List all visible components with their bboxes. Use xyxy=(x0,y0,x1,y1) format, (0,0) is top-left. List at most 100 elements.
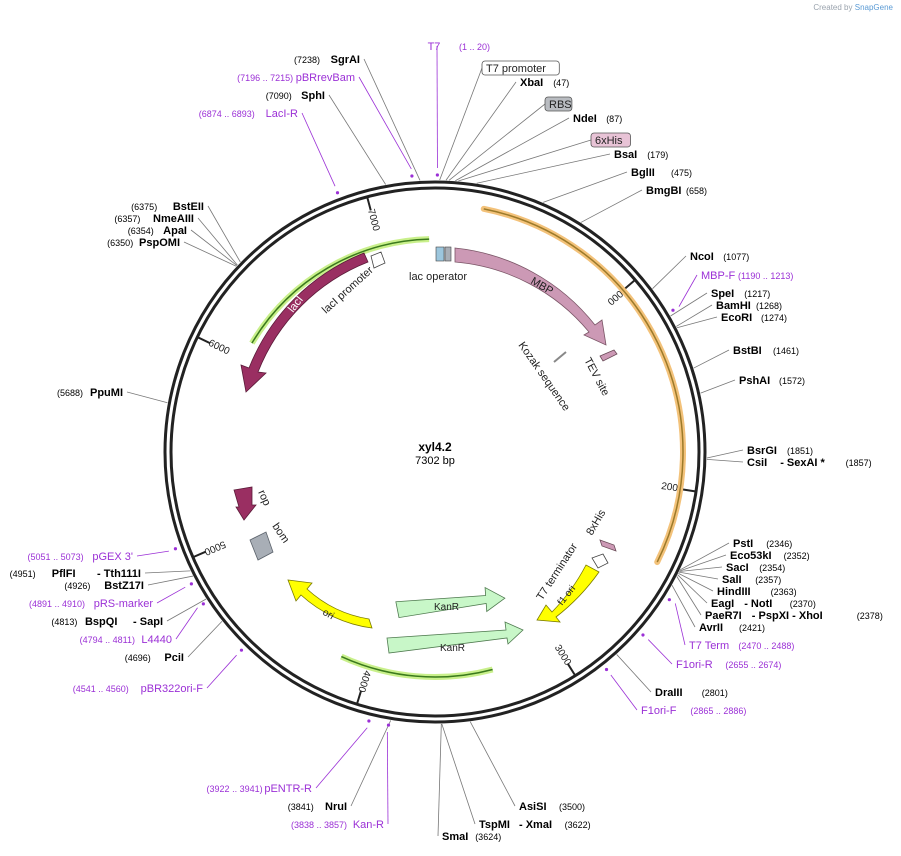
his6-name: 6xHis xyxy=(595,135,623,147)
tick-mark xyxy=(192,550,207,559)
bsaI-pos: (179) xyxy=(647,150,668,160)
draIII-pos: (2801) xyxy=(702,688,728,698)
sphI-pos: (7090) xyxy=(266,91,292,101)
tick-mark xyxy=(682,488,697,493)
eagI-extra: - NotI xyxy=(744,598,772,610)
bamHI-leader xyxy=(676,304,713,327)
l4440-leader xyxy=(175,607,198,640)
bspQI-pos: (4813) xyxy=(51,617,77,627)
draIII-label: DraIII(2801) xyxy=(655,687,728,699)
mbpF-leader xyxy=(678,274,698,307)
his6-leader xyxy=(458,139,592,182)
hindIII-pos: (2363) xyxy=(771,587,797,597)
pciI-leader xyxy=(187,620,223,658)
kanR_p-name: Kan-R xyxy=(353,819,384,831)
pstI-pos: (2346) xyxy=(766,539,792,549)
bspQI-leader xyxy=(166,598,207,622)
nmeAIII-name: NmeAIII xyxy=(153,213,194,225)
avrII-leader xyxy=(671,585,696,628)
avrII-name: AvrII xyxy=(699,622,723,634)
pstI-label: PstI(2346) xyxy=(733,538,792,550)
pgex-primer-mark xyxy=(173,547,178,551)
pspOMI-name: PspOMI xyxy=(139,237,180,249)
pshAI-pos: (1572) xyxy=(779,376,805,386)
lacI-region-line xyxy=(251,238,430,344)
t7-name: T7 xyxy=(428,41,441,53)
salI-label: SalI(2357) xyxy=(722,574,781,586)
bstEII-pos: (6375) xyxy=(131,202,157,212)
xbaI-pos: (47) xyxy=(553,78,569,88)
lacI-arrow xyxy=(240,252,369,393)
his8-arrow xyxy=(599,539,617,552)
eagI-name: EagI xyxy=(711,598,734,610)
pflFI-extra: - Tth111I xyxy=(97,568,141,580)
tick-mark xyxy=(196,336,211,345)
bsrGI-pos: (1851) xyxy=(787,446,813,456)
site-labels: SgrAI(7238)pBRrevBam(7196 .. 7215)SphI(7… xyxy=(10,41,883,843)
bstZ17I-pos: (4926) xyxy=(64,581,90,591)
tick-mark xyxy=(366,196,372,211)
pshAI-leader xyxy=(700,379,736,394)
f1oriF-label: F1ori-F(2865 .. 2886) xyxy=(641,705,746,717)
smaI-pos: (3624) xyxy=(475,832,501,842)
pbrRevBam-primer-mark xyxy=(410,174,414,178)
bamHI-label: BamHI(1268) xyxy=(716,300,782,312)
sacI-pos: (2354) xyxy=(759,563,785,573)
t7term-leader xyxy=(674,603,686,646)
pbrRevBam-pos: (7196 .. 7215) xyxy=(237,73,293,83)
tick-label: 5000 xyxy=(202,538,227,557)
ecoRI-label: EcoRI(1274) xyxy=(721,312,787,324)
ori-label: ori xyxy=(321,607,336,622)
rbs-leader xyxy=(448,103,546,181)
bstBI-leader xyxy=(693,349,730,369)
prs-leader xyxy=(156,586,186,604)
bom-label: bom xyxy=(270,521,292,545)
smaI-name: SmaI xyxy=(442,831,468,843)
bsaI-label: BsaI(179) xyxy=(614,149,668,161)
apaI-leader xyxy=(190,229,238,266)
bstBI-pos: (1461) xyxy=(773,346,799,356)
eco53kI-leader xyxy=(679,554,727,572)
f1oriF-name: F1ori-F xyxy=(641,705,677,717)
lacIR-label: LacI-R(6874 .. 6893) xyxy=(199,108,298,120)
mbpF-pos: (1190 .. 1213) xyxy=(738,271,793,281)
apaI-pos: (6354) xyxy=(128,226,154,236)
asiSI-name: AsiSI xyxy=(519,801,547,813)
pspOMI-label: PspOMI(6350) xyxy=(107,237,180,249)
t7-label: T7(1 .. 20) xyxy=(428,41,490,53)
sgrAI-name: SgrAI xyxy=(331,54,360,66)
lac-operator-box xyxy=(435,246,445,262)
pgex-pos: (5051 .. 5073) xyxy=(28,552,84,562)
pflFI-leader xyxy=(144,570,191,574)
speI-label: SpeI(1217) xyxy=(711,288,770,300)
his6-label: 6xHis xyxy=(590,132,631,148)
bstBI-name: BstBI xyxy=(733,345,762,357)
bstZ17I-leader xyxy=(147,575,194,586)
KanR-label-1: KanR xyxy=(434,602,459,613)
eco53kI-pos: (2352) xyxy=(784,551,810,561)
t7term-name: T7 Term xyxy=(689,640,729,652)
eagI-pos: (2370) xyxy=(790,599,816,609)
apaI-label: ApaI(6354) xyxy=(128,225,187,237)
t7promoter-box xyxy=(481,60,560,76)
ppuMI-name: PpuMI xyxy=(90,387,123,399)
primer-marks xyxy=(173,173,675,727)
hindIII-leader xyxy=(678,573,714,592)
eco53kI-label: Eco53kI(2352) xyxy=(730,550,810,562)
ecoRI-name: EcoRI xyxy=(721,312,752,324)
pentrR-primer-mark xyxy=(367,719,371,723)
pciI-name: PciI xyxy=(164,652,184,664)
l4440-primer-mark xyxy=(201,602,205,606)
csiI-name: CsiI xyxy=(747,457,767,469)
nmeAIII-label: NmeAIII(6357) xyxy=(114,213,194,225)
bsrGI-name: BsrGI xyxy=(747,445,777,457)
pbrRevBam-leader xyxy=(358,76,412,170)
t7term-label: T7 Term(2470 .. 2488) xyxy=(689,640,794,652)
mbp-region-line xyxy=(483,208,684,563)
ncoI-leader xyxy=(652,255,687,289)
bmgBI-leader xyxy=(580,189,643,223)
ori-arrow xyxy=(287,579,373,629)
bstEII-name: BstEII xyxy=(173,201,204,213)
sacI-label: SacI(2354) xyxy=(726,562,785,574)
pentrR-name: pENTR-R xyxy=(264,783,312,795)
